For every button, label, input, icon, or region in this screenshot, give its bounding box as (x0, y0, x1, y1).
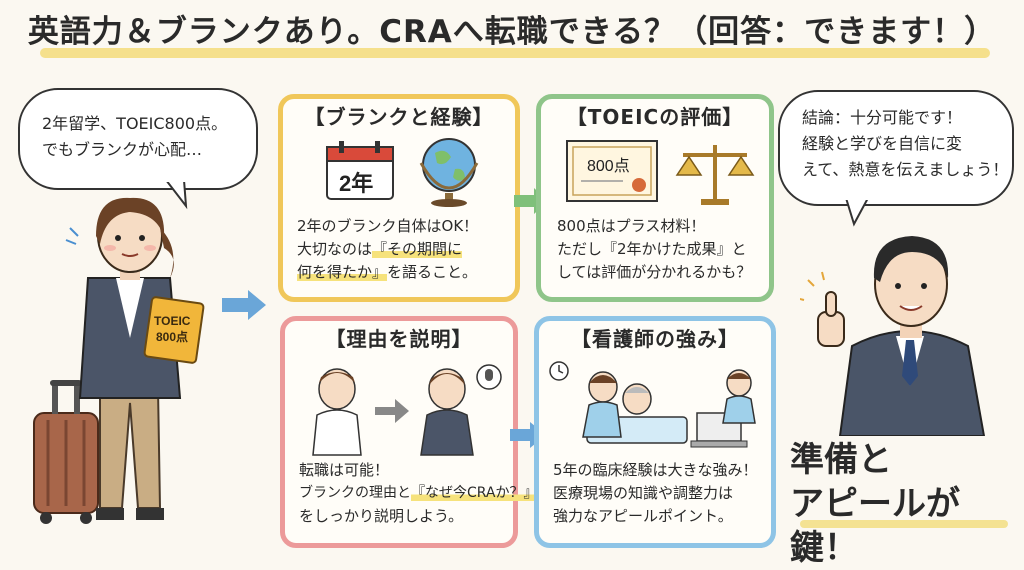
woman-book-line2: 800点 (156, 329, 188, 344)
nurse-to-cra-illustration (312, 364, 502, 456)
panel-reason-line2b: 『なぜ今CRAか？』 (411, 485, 538, 501)
panel-nurse-strengths: 【看護師の強み】 5年の臨床経験は大きな強み！ 医療現場の知識や調整力は 強力な… (534, 316, 776, 548)
panel-nurse-line3: 強力なアピールポイント。 (553, 507, 733, 525)
woman-bubble-tail (164, 180, 188, 210)
panel-nurse-line2: 医療現場の知識や調整力は (553, 484, 734, 502)
panel-reason-line2: ブランクの理由と『なぜ今CRAか？』 (299, 482, 538, 505)
thumbs-up-icon (800, 271, 845, 347)
arrow-right-icon (222, 290, 266, 320)
globe-icon (419, 138, 479, 207)
woman-bubble-line2: でもブランクが心配… (42, 140, 203, 159)
man-bubble-tail (844, 198, 870, 227)
panel-blank-line2a: 大切なのは (297, 240, 373, 258)
man-speech-bubble: 結論：十分可能です！ 経験と学びを自信に変 えて、熱意を伝えましょう！ (778, 90, 1014, 206)
woman-illustration: TOEIC 800点 (33, 197, 205, 524)
page-title: 英語力＆ブランクあり。CRAへ転職できる？（回答：できます！） (27, 14, 997, 50)
calendar-label: 2年 (339, 171, 373, 196)
panel-toeic-title: 【TOEICの評価】 (566, 105, 744, 129)
man-bubble-line1: 結論：十分可能です！ (802, 108, 963, 127)
closing-line1: 準備と (790, 440, 892, 480)
panel-blank-line3b: を語ること。 (387, 263, 478, 281)
title-underline (40, 48, 990, 58)
panel-toeic-line3: しては評価が分かれるかも？ (557, 263, 752, 281)
woman-book-line1: TOEIC (154, 314, 191, 328)
panel-blank-line3: 何を得たか』を語ること。 (297, 261, 477, 284)
panel-explain-reason: 【理由を説明】 転職は可能！ ブランクの理由と『なぜ今CRAか？』 をしっかり説… (280, 316, 538, 548)
man-bubble-line2: 経験と学びを自信に変 (802, 134, 963, 153)
panel-blank-line2: 大切なのは『その期間に (297, 238, 463, 261)
panel-reason-line3: をしっかり説明しよう。 (299, 507, 464, 525)
certificate-label: 800点 (587, 157, 630, 175)
man-bubble-line3: えて、熱意を伝えましょう！ (802, 160, 1009, 179)
panel-blank-line3a: 何を得たか』 (297, 263, 388, 281)
calendar-icon: 2年 (326, 141, 394, 200)
panel-blank-line1: 2年のブランク自体はOK！ (297, 217, 479, 235)
certificate-icon: 800点 (566, 140, 658, 202)
closing-line2: アピールが鍵！ (790, 484, 960, 568)
panel-nurse-title: 【看護師の強み】 (571, 327, 739, 351)
woman-bubble-line1: 2年留学、TOEIC800点。 (42, 114, 228, 133)
woman-speech-bubble: 2年留学、TOEIC800点。 でもブランクが心配… (18, 88, 258, 190)
suitcase-icon (33, 380, 99, 524)
cra-figure-icon (420, 368, 474, 456)
nurse-figure-icon (312, 368, 362, 456)
closing-slogan: 準備と アピールが鍵！ (790, 438, 1018, 570)
arrow-right-small-icon (375, 399, 409, 423)
nurse-figure-icon (582, 371, 622, 438)
panel-blank-title: 【ブランクと経験】 (304, 105, 494, 129)
panel-nurse-line1: 5年の臨床経験は大きな強み！ (553, 461, 758, 479)
panel-toeic-line1: 800点はプラス材料！ (557, 217, 706, 235)
microphone-icon (476, 364, 502, 390)
panel-reason-title: 【理由を説明】 (325, 327, 473, 351)
panel-toeic-evaluation: 【TOEICの評価】 800点 800点はプラス材料！ ただし『2年かけた成果』… (536, 94, 774, 302)
clock-icon (549, 361, 569, 381)
panel-toeic-line2: ただし『2年かけた成果』と (557, 240, 747, 258)
panel-blank-line2b: 『その期間に (372, 240, 463, 258)
man-illustration (800, 236, 986, 436)
panel-blank-experience: 【ブランクと経験】 2年 2年のブランク自体はOK！ 大切なのは『その期間に 何… (278, 94, 520, 302)
clinical-scene-illustration (549, 361, 756, 448)
closing-underline (800, 520, 1008, 528)
scale-icon (675, 145, 755, 205)
doctor-figure-icon (722, 369, 756, 424)
panel-reason-line1: 転職は可能！ (299, 461, 390, 479)
panel-reason-line2a: ブランクの理由と (299, 485, 411, 501)
